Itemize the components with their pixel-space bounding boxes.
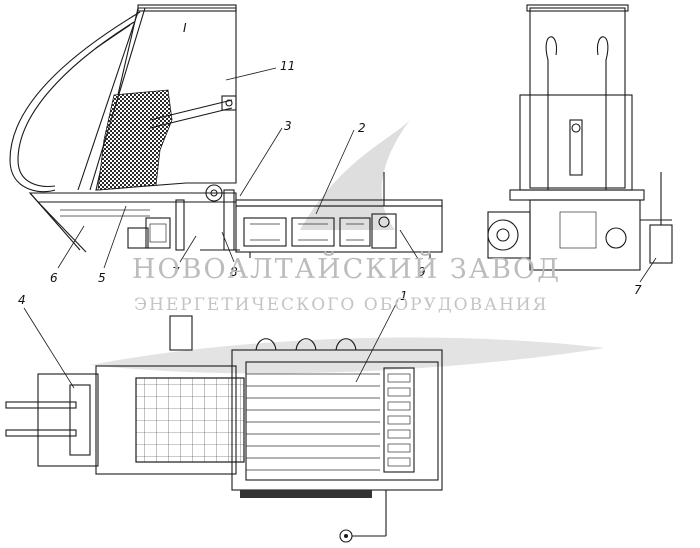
callout-2: 2	[358, 121, 366, 135]
watermark-line-1: НОВОАЛТАЙСКИЙ ЗАВОД	[132, 251, 561, 285]
callout-1: 1	[400, 289, 408, 303]
callout-7-side: 7	[172, 265, 180, 279]
side-view	[9, 4, 443, 258]
watermark-logo	[90, 120, 605, 374]
callout-4: 4	[18, 293, 26, 307]
callout-9: 9	[418, 265, 426, 279]
hopper-mesh	[97, 89, 173, 191]
callout-6: 6	[50, 271, 58, 285]
callout-8: 8	[230, 265, 238, 279]
callout-numbers: 11 3 2 6 5 7 8 9 7 4 1	[18, 59, 642, 307]
hopper-mark: I	[183, 21, 187, 35]
watermark-line-2: ЭНЕРГЕТИЧЕСКОГО ОБОРУДОВАНИЯ	[134, 295, 548, 315]
end-view	[487, 4, 673, 271]
callout-3: 3	[284, 119, 292, 133]
callout-5: 5	[98, 271, 106, 285]
callout-leaders	[23, 67, 657, 389]
callout-7-end: 7	[634, 283, 642, 297]
plan-view	[5, 315, 443, 543]
callout-11: 11	[280, 59, 295, 73]
